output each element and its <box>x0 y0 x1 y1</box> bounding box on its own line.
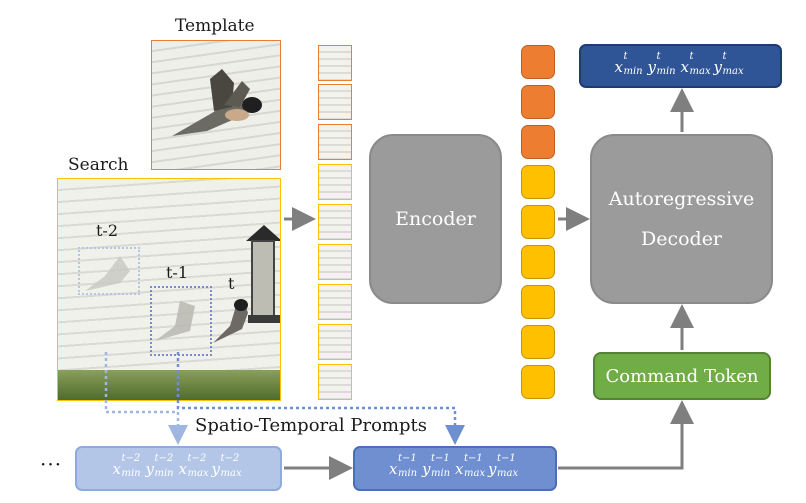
search-token <box>521 245 555 279</box>
decoder-block: Autoregressive Decoder <box>590 134 773 304</box>
feeder-icon <box>246 225 280 323</box>
search-crop-4 <box>318 284 352 320</box>
bird-current-icon <box>213 299 248 343</box>
search-token <box>521 325 555 359</box>
template-token <box>521 85 555 119</box>
search-crop-6 <box>318 364 352 400</box>
search-token <box>521 205 555 239</box>
bird-icon <box>172 69 262 136</box>
search-crop-3 <box>318 244 352 280</box>
template-label: Template <box>175 16 255 36</box>
search-token <box>521 285 555 319</box>
search-label: Search <box>68 155 129 175</box>
template-crop-1 <box>318 45 352 81</box>
arrow-prompt-t1-to-command <box>558 400 694 470</box>
template-image <box>151 40 281 170</box>
prompt-box-t2 <box>78 247 140 295</box>
dotted-connector-t1 <box>176 352 465 445</box>
decoder-label-line2: Decoder <box>640 228 723 250</box>
template-token <box>521 125 555 159</box>
command-token-label: Command Token <box>605 365 759 387</box>
dotted-connector-t2 <box>104 352 188 445</box>
frame-label-t2: t-2 <box>96 221 119 240</box>
prompt-box-t1 <box>150 286 212 356</box>
command-token-box: Command Token <box>593 352 771 400</box>
bird-ghost-t2-icon <box>85 256 130 291</box>
ellipsis: ··· <box>40 452 63 476</box>
search-image: t-2 t-1 t <box>57 178 281 401</box>
bird-ghost-t1-icon <box>155 301 195 341</box>
decoder-label-line1: Autoregressive <box>608 188 755 210</box>
frame-label-t1: t-1 <box>166 263 189 282</box>
search-token <box>521 365 555 399</box>
search-crop-1 <box>318 164 352 200</box>
encoder-block: Encoder <box>369 134 502 304</box>
template-crop-2 <box>318 84 352 120</box>
template-crop-3 <box>318 124 352 160</box>
prompts-label: Spatio-Temporal Prompts <box>195 415 427 436</box>
search-crop-2 <box>318 204 352 240</box>
search-token <box>521 165 555 199</box>
template-token <box>521 45 555 79</box>
frame-label-t: t <box>228 274 235 293</box>
search-crop-5 <box>318 324 352 360</box>
encoder-label: Encoder <box>395 208 476 230</box>
